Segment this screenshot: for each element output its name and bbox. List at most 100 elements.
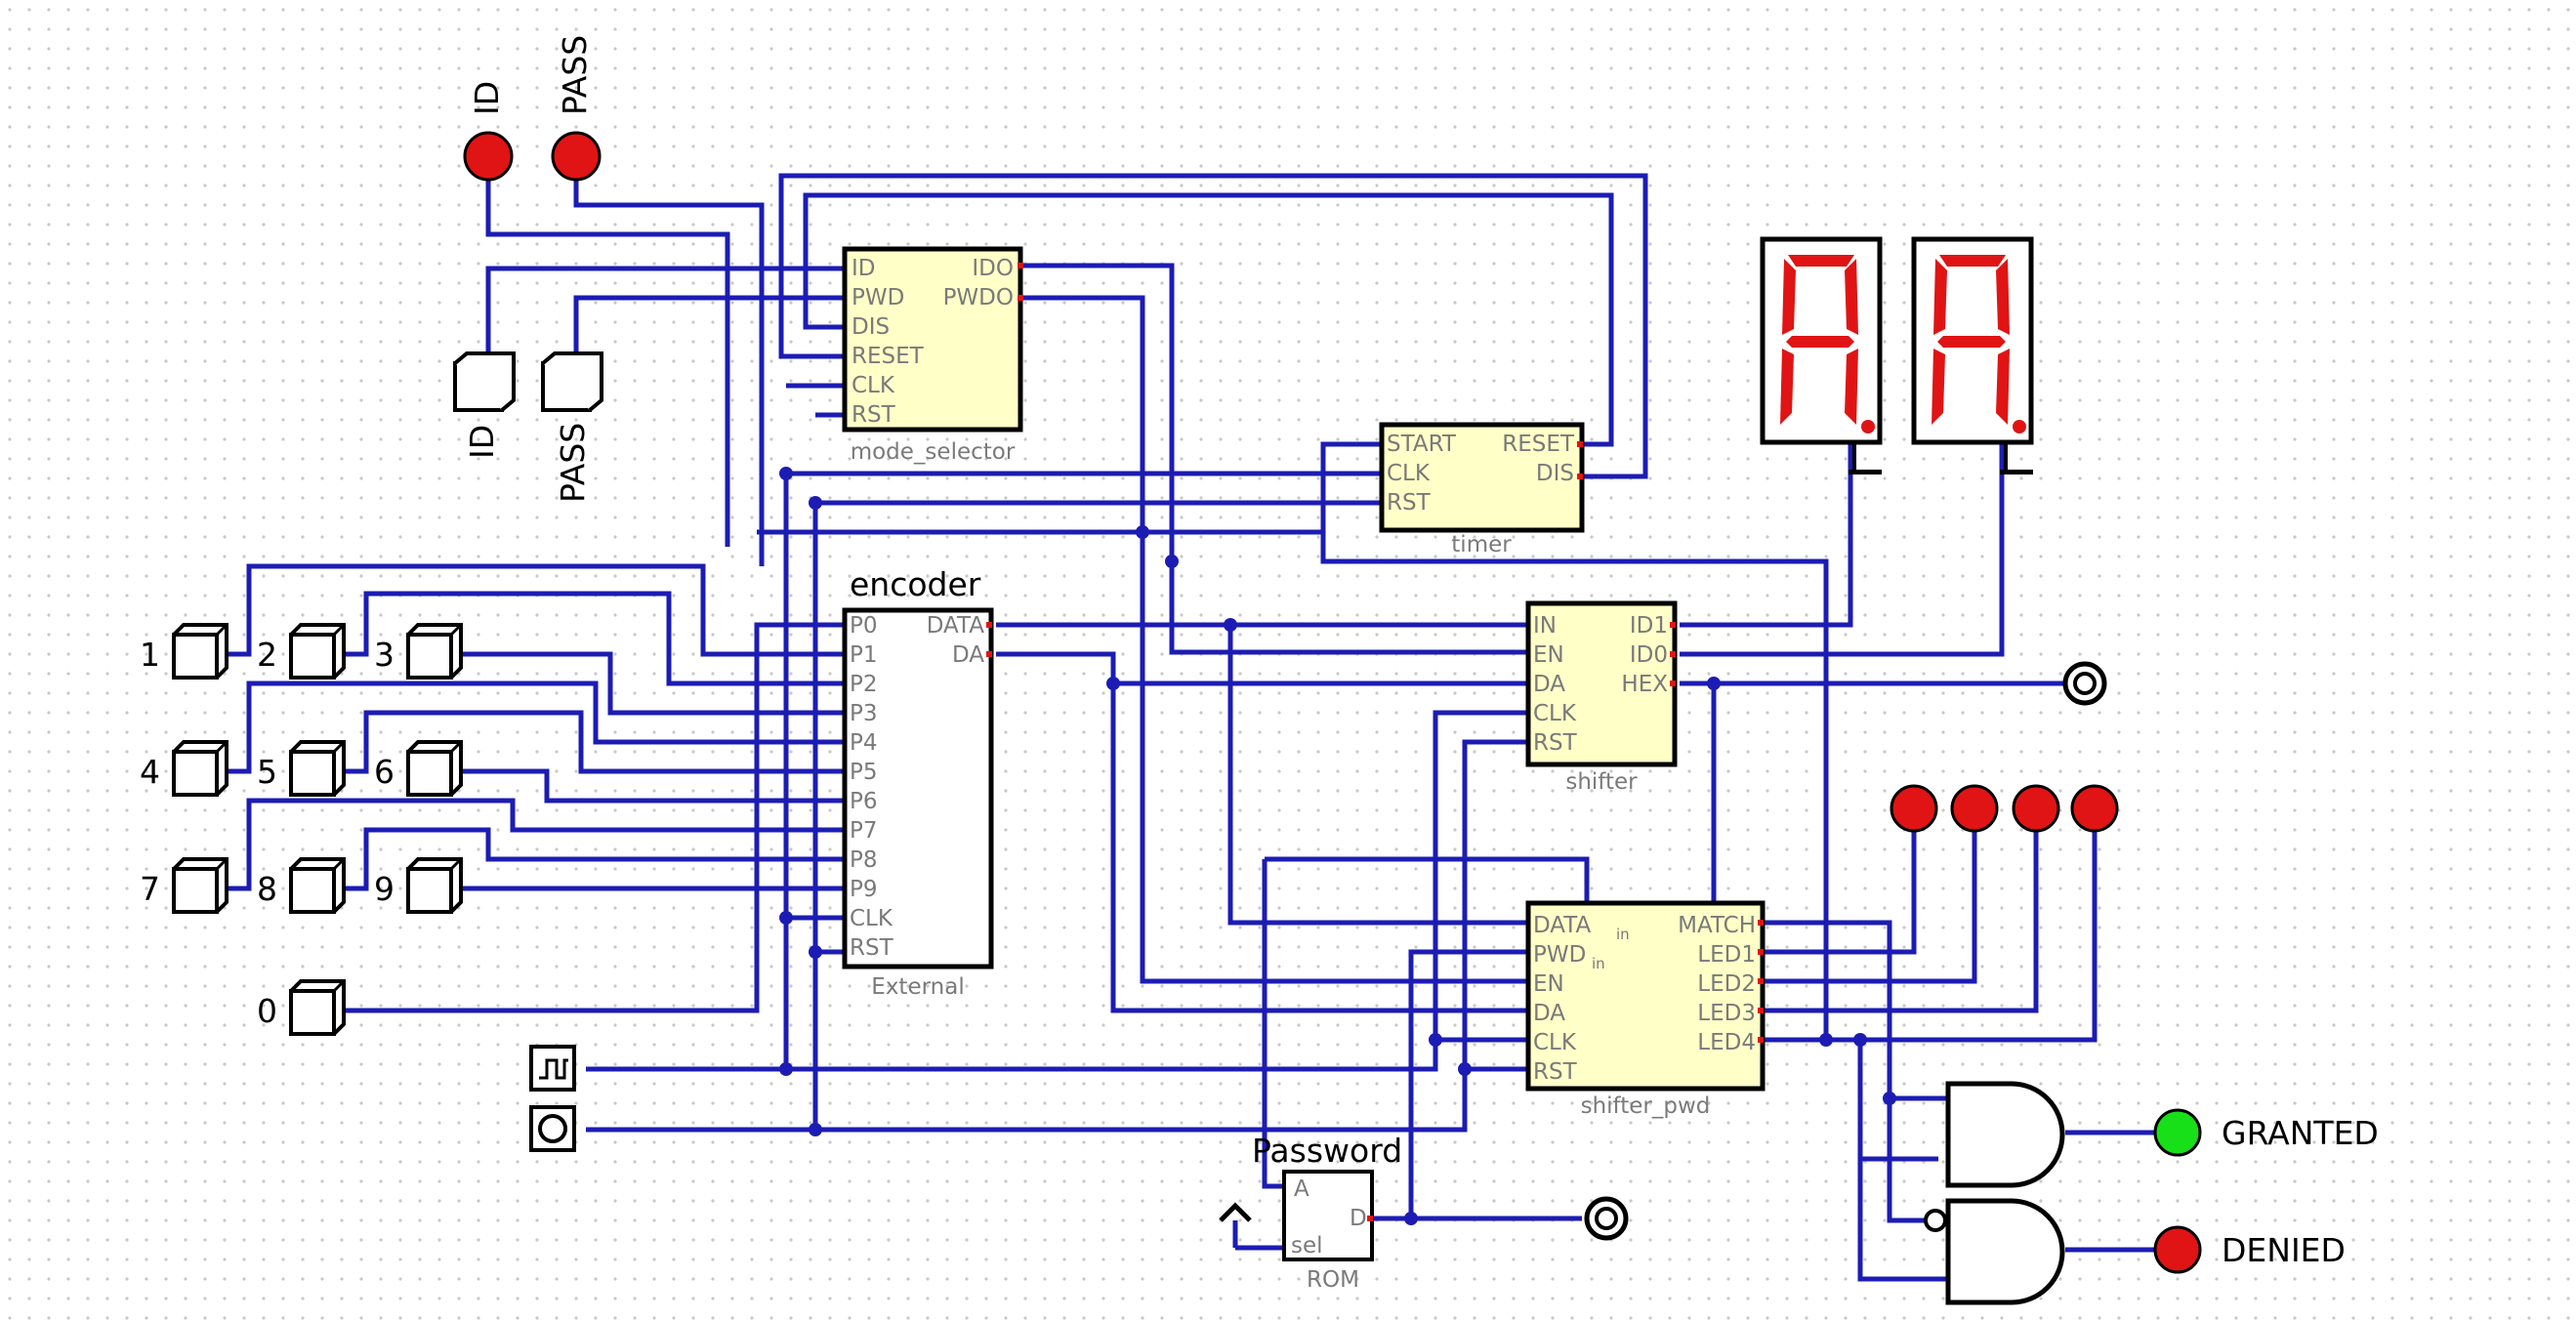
shifter_pwd-port-match: MATCH [1678, 913, 1756, 938]
shifter-pwd-component[interactable]: shifter_pwd DATAPWDENDACLKRSTininMATCHLE… [1525, 900, 1766, 1119]
id-pin[interactable]: ID [463, 81, 514, 182]
output-pin-marker [1018, 295, 1023, 301]
shifter_pwd-port-data: DATA [1533, 913, 1592, 938]
led3-indicator [2012, 784, 2060, 833]
output-pin-marker [1670, 622, 1676, 628]
shifter-port-in: IN [1533, 613, 1557, 639]
denied-label: DENIED [2222, 1231, 2346, 1269]
key-button-8[interactable]: 8 [257, 857, 346, 914]
granted-and-gate [1945, 1081, 2065, 1188]
mode_selector-port-ido: IDO [972, 256, 1014, 281]
clock-source[interactable] [529, 1045, 576, 1092]
shifter-pwd-subscript: in [1616, 926, 1630, 943]
mode_selector-port-id: ID [852, 256, 876, 281]
encoder-title: encoder [850, 565, 981, 603]
output-pin-marker [1670, 651, 1676, 657]
shifter-port-hex: HEX [1621, 672, 1668, 697]
pass-button[interactable]: PASS [541, 351, 603, 503]
output-pin-marker [986, 651, 992, 657]
timer-port-dis: DIS [1536, 461, 1574, 486]
shifter_pwd-port-en: EN [1533, 971, 1564, 997]
key-label-8: 8 [257, 870, 277, 908]
id-button[interactable]: ID [453, 351, 516, 459]
key-button-2[interactable]: 2 [257, 623, 346, 680]
key-button-3[interactable]: 3 [374, 623, 463, 680]
key-button-7[interactable]: 7 [140, 857, 229, 914]
output-pin-marker [1577, 441, 1583, 447]
encoder-port-p7: P7 [850, 818, 878, 844]
shifter-port-id0: ID0 [1630, 642, 1668, 668]
output-pin-marker [1758, 1037, 1764, 1043]
key-label-1: 1 [140, 636, 160, 674]
output-pin-marker [1758, 1008, 1764, 1013]
led1-indicator [1890, 784, 1938, 833]
key-button-9[interactable]: 9 [374, 857, 463, 914]
mode_selector-port-dis: DIS [852, 314, 890, 340]
key-label-3: 3 [374, 636, 395, 674]
mode_selector-port-pwdo: PWDO [943, 285, 1014, 310]
shifter_pwd-port-pwd: PWD [1533, 942, 1586, 968]
shifter-port-clk: CLK [1533, 701, 1577, 726]
output-pin-marker [1758, 949, 1764, 955]
key-button-4[interactable]: 4 [140, 740, 229, 797]
timer-port-clk: CLK [1387, 461, 1431, 486]
key-label-0: 0 [257, 992, 277, 1030]
encoder-port-p9: P9 [850, 877, 878, 902]
granted-led: GRANTED [2153, 1108, 2379, 1157]
shifter_pwd-port-rst: RST [1533, 1059, 1578, 1085]
encoder-port-clk: CLK [850, 906, 893, 931]
key-label-9: 9 [374, 870, 395, 908]
led-row [1890, 784, 2119, 833]
shifter_pwd-port-led3: LED3 [1697, 1001, 1756, 1026]
rom-caption: ROM [1307, 1267, 1359, 1293]
led4-indicator [2070, 784, 2119, 833]
encoder-port-rst: RST [850, 935, 894, 961]
shifter-caption: shifter [1565, 769, 1638, 795]
id-button-label: ID [463, 425, 501, 459]
encoder-port-p1: P1 [850, 642, 878, 668]
encoder-port-data: DATA [927, 613, 985, 639]
key-button-0[interactable]: 0 [257, 979, 346, 1036]
shifter_pwd-port-led2: LED2 [1697, 971, 1756, 997]
shifter-port-en: EN [1533, 642, 1564, 668]
encoder-port-p3: P3 [850, 701, 878, 726]
key-button-6[interactable]: 6 [374, 740, 463, 797]
pass-button-label: PASS [554, 423, 592, 503]
id0-seven-segment [1911, 236, 2034, 474]
rom-title: Password [1252, 1132, 1402, 1170]
reset-button[interactable] [529, 1105, 576, 1152]
key-button-5[interactable]: 5 [257, 740, 346, 797]
encoder-port-p4: P4 [850, 730, 878, 756]
output-pin-marker [986, 622, 992, 628]
key-label-4: 4 [140, 753, 160, 791]
shifter-port-id1: ID1 [1630, 613, 1668, 639]
rom-port-a: A [1294, 1176, 1309, 1202]
encoder-port-da: DA [952, 642, 984, 668]
mode-selector-caption: mode_selector [851, 439, 1016, 465]
key-label-7: 7 [140, 870, 160, 908]
password-rom[interactable]: Password A D sel ROM [1252, 1132, 1402, 1293]
rom-port-d: D [1350, 1206, 1367, 1231]
encoder-port-p8: P8 [850, 847, 878, 873]
denied-led: DENIED [2153, 1225, 2346, 1274]
shifter-port-rst: RST [1533, 730, 1578, 756]
pass-pin[interactable]: PASS [551, 35, 602, 182]
timer-port-start: START [1387, 432, 1457, 457]
encoder-port-p0: P0 [850, 613, 878, 639]
led2-indicator [1950, 784, 1999, 833]
id-pin-label: ID [468, 81, 506, 115]
key-button-1[interactable]: 1 [140, 623, 229, 680]
hex-probe [2062, 661, 2107, 706]
rom-probe [1584, 1196, 1629, 1241]
shifter_pwd-port-da: DA [1533, 1001, 1565, 1026]
encoder-component[interactable]: encoder External P0P1P2P3P4P5P6P7P8P9CLK… [842, 565, 994, 1000]
key-label-2: 2 [257, 636, 277, 674]
granted-label: GRANTED [2222, 1114, 2379, 1152]
mode_selector-port-reset: RESET [852, 344, 925, 369]
encoder-port-p5: P5 [850, 760, 878, 785]
